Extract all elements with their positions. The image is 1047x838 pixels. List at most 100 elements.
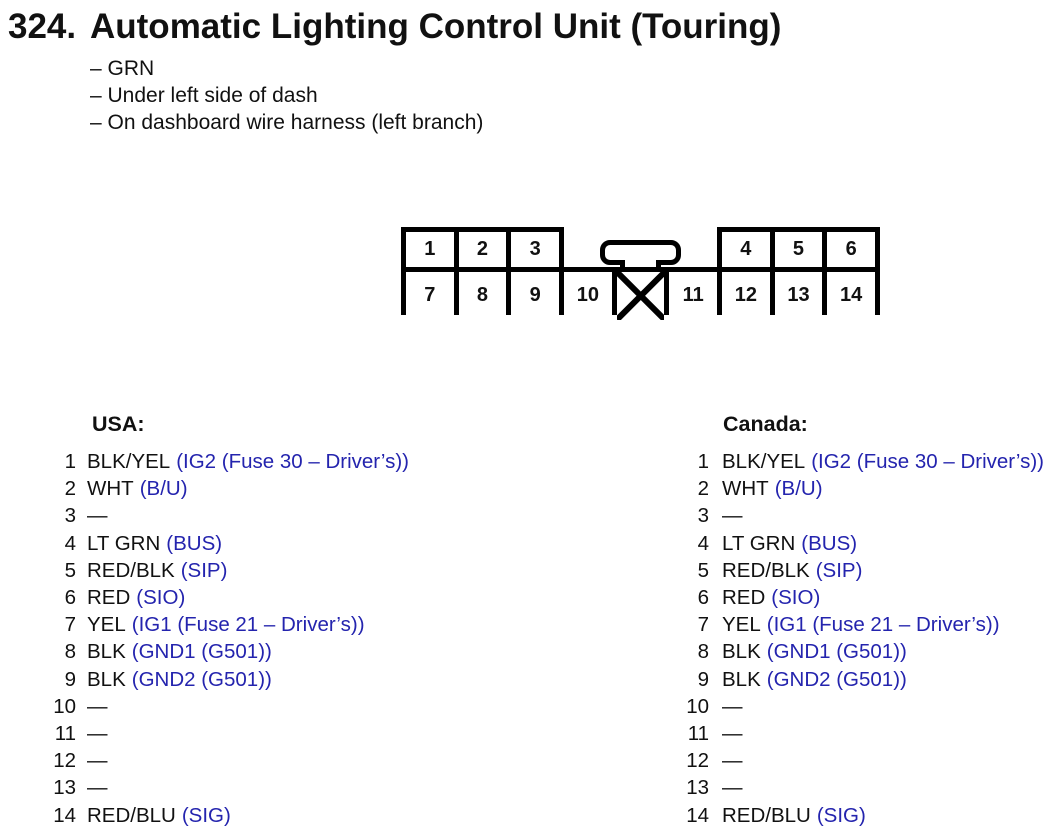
pin-row: 2 WHT(B/U) [48,475,409,502]
pin-wire-color: — [722,504,743,528]
pin-number: 9 [697,667,709,691]
pin-cell-11: 11 [669,272,717,320]
pin-number: 7 [64,613,76,637]
note-line: – GRN [90,57,155,80]
pin-cell-7: 7 [406,272,454,320]
pin-number: 2 [697,477,709,501]
pin-wire-color: YEL [87,613,126,637]
pin-signal: (B/U) [774,477,823,501]
pin-row: 2 WHT(B/U) [681,475,1044,502]
pin-signal: (GND1 (G501)) [766,640,907,664]
pin-signal: (BUS) [166,531,223,555]
pin-row: 1 BLK/YEL(IG2 (Fuse 30 – Driver’s)) [681,448,1044,475]
pin-wire-color: — [87,694,108,718]
pin-signal: (IG1 (Fuse 21 – Driver’s)) [766,613,1000,637]
pin-number: 8 [64,640,76,664]
pin-cell-4: 4 [722,232,770,267]
pin-wire-color: — [722,694,743,718]
pin-number: 11 [54,722,76,746]
pin-cell-2: 2 [458,232,507,267]
pin-wire-color: — [722,776,743,800]
note-line: – Under left side of dash [90,84,318,107]
pin-signal: (B/U) [139,477,188,501]
connector-top-right-block: 4 5 6 [717,227,880,272]
pin-cell-1: 1 [406,232,454,267]
pin-row: 3— [681,502,1044,529]
pin-wire-color: RED/BLU [722,803,811,827]
pin-number: 13 [686,776,709,800]
pin-row: 12 — [681,747,1044,774]
pin-cell-9: 9 [511,272,559,320]
pin-row: 4 LT GRN(BUS) [681,530,1044,557]
pin-number: 12 [53,749,76,773]
pin-wire-color: WHT [722,477,769,501]
pin-row: 3— [48,502,409,529]
pin-number: 7 [697,613,709,637]
pin-wire-color: — [722,749,743,773]
pin-number: 6 [697,586,709,610]
pin-signal: (BUS) [801,531,858,555]
pin-wire-color: BLK/YEL [87,450,171,473]
pin-row: 9 BLK(GND2 (G501)) [681,666,1044,693]
pin-wire-color: — [722,722,743,746]
pin-wire-color: BLK [87,667,126,691]
pin-number: 14 [686,803,709,827]
canada-header: Canada: [723,412,808,436]
usa-header: USA: [92,412,145,436]
x-icon [617,272,665,320]
pin-number: 1 [697,450,709,473]
pin-number: 3 [697,504,709,528]
pin-number: 11 [687,722,709,746]
pin-wire-color: RED/BLK [87,558,175,582]
pin-number: 4 [697,531,709,555]
pin-wire-color: LT GRN [722,531,796,555]
pin-number: 2 [64,477,76,501]
pin-signal: (SIO) [136,586,186,610]
pin-wire-color: — [87,504,108,528]
pin-cell-5: 5 [774,232,823,267]
pin-row: 12— [48,747,409,774]
pin-number: 3 [64,504,76,528]
pin-cell-12: 12 [722,272,770,320]
pin-signal: (GND2 (G501)) [766,667,907,691]
pin-row: 10 — [681,693,1044,720]
pin-signal: (SIG) [181,803,231,827]
connector-latch-stem [620,260,661,267]
pin-row: 13 — [681,774,1044,801]
pin-number: 12 [686,749,709,773]
pin-wire-color: WHT [87,477,134,501]
pin-number: 10 [686,694,709,718]
pin-number: 5 [697,558,709,582]
pin-number: 14 [53,803,76,827]
pin-cell-8: 8 [458,272,507,320]
pin-signal: (SIP) [180,558,228,582]
blocked-pin-cell [616,272,665,320]
pin-wire-color: BLK/YEL [722,450,806,473]
pin-wire-color: BLK [722,667,761,691]
pin-signal: (GND1 (G501)) [131,640,272,664]
pin-number: 10 [53,694,76,718]
pin-signal: (GND2 (G501)) [131,667,272,691]
pin-wire-color: RED [722,586,766,610]
pin-row: 10 — [48,693,409,720]
pin-wire-color: RED [87,586,131,610]
pin-row: 11— [48,720,409,747]
connector-top-left-block: 1 2 3 [401,227,564,272]
pin-wire-color: — [87,776,108,800]
pin-signal: (IG2 (Fuse 30 – Driver’s)) [811,450,1044,473]
pin-signal: (SIP) [815,558,863,582]
